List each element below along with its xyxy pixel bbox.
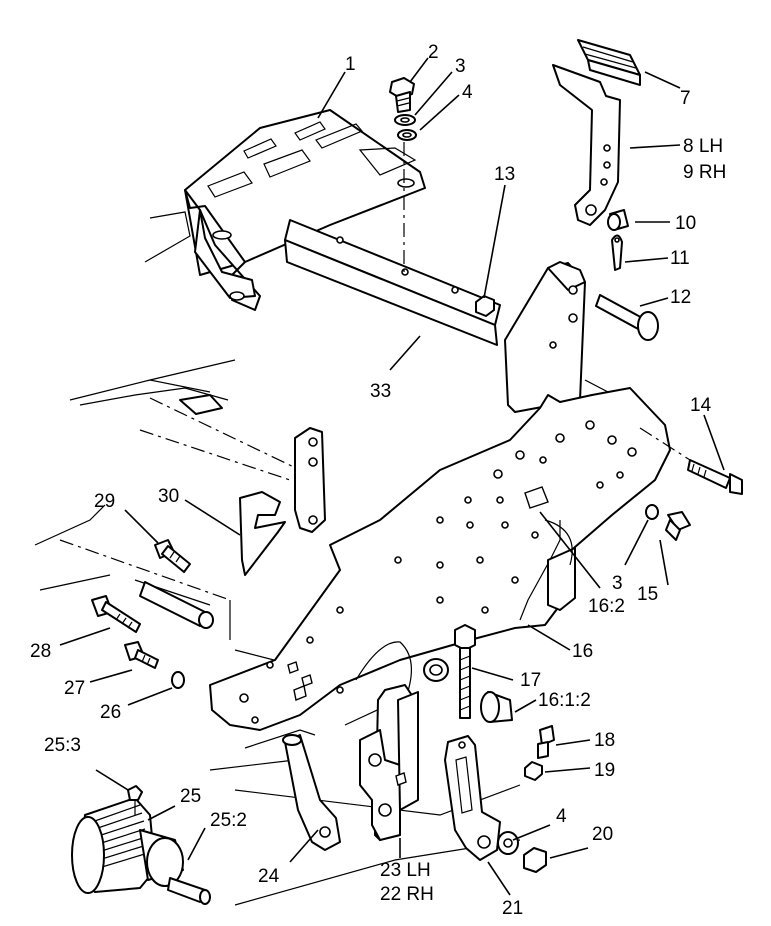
mounting-plate-1 — [144, 109, 426, 311]
callout-29: 29 — [94, 491, 115, 512]
callout-2: 2 — [428, 42, 439, 63]
nut-13 — [475, 295, 495, 317]
callout-14: 14 — [690, 395, 712, 416]
grease-fitting-25-3 — [127, 785, 143, 815]
bolt-29 — [154, 539, 191, 573]
callout-15: 15 — [637, 584, 658, 605]
pedal-arm-8-9 — [552, 64, 621, 226]
pivot-bracket-23-22 — [359, 684, 419, 841]
callout-3-lower: 3 — [612, 573, 623, 594]
bracket-plate-right — [504, 261, 610, 413]
washer-26 — [171, 671, 185, 689]
lever-24 — [282, 734, 341, 851]
bushing-16-1-2 — [423, 658, 513, 723]
callout-23-lh: 23 LH — [380, 860, 431, 881]
callout-25: 25 — [180, 786, 201, 807]
washer-4 — [397, 129, 417, 141]
callout-18: 18 — [594, 730, 615, 751]
nut-19 — [524, 761, 543, 781]
bushing-10 — [607, 209, 629, 231]
bolt-28 — [91, 595, 141, 633]
callout-3: 3 — [455, 56, 466, 77]
bolt-15 — [665, 511, 691, 541]
link-21 — [444, 735, 501, 861]
washer-3 — [394, 114, 416, 126]
washer-4-lower — [497, 831, 519, 855]
callout-17: 17 — [520, 670, 541, 691]
fitting-18 — [537, 725, 555, 759]
callout-30: 30 — [158, 486, 179, 507]
clevis-pin-12 — [595, 294, 659, 341]
callout-4: 4 — [462, 82, 473, 103]
tube-spacer — [139, 581, 214, 629]
callout-33: 33 — [370, 381, 391, 402]
callout-16-2: 16:2 — [588, 596, 625, 617]
callout-20: 20 — [592, 824, 613, 845]
bolt-27 — [124, 641, 159, 669]
callout-25-3: 25:3 — [44, 735, 81, 756]
callout-19: 19 — [594, 760, 615, 781]
callout-11: 11 — [670, 248, 690, 269]
callout-16-1-2: 16:1:2 — [538, 690, 591, 711]
washer-3-lower — [645, 504, 659, 520]
callout-12: 12 — [670, 287, 691, 308]
callout-1: 1 — [345, 54, 356, 75]
callout-8-lh: 8 LH — [683, 136, 723, 157]
brace-30 — [239, 427, 326, 576]
callout-7: 7 — [680, 88, 691, 109]
callout-10: 10 — [675, 213, 696, 234]
cotter-pin-11 — [611, 234, 623, 271]
callout-16: 16 — [572, 641, 593, 662]
pedal-pad-7 — [577, 39, 641, 86]
callout-13: 13 — [494, 164, 515, 185]
callout-4-lower: 4 — [556, 806, 567, 827]
callout-28: 28 — [30, 641, 51, 662]
nut-20 — [523, 847, 547, 873]
adjuster-bolt-17 — [454, 624, 476, 719]
leader-lines — [59, 57, 725, 896]
callouts: 1 2 3 4 7 8 LH 9 RH 10 11 12 13 33 14 29… — [30, 42, 726, 919]
bolt-2 — [389, 77, 415, 113]
callout-25-2: 25:2 — [210, 810, 247, 831]
callout-24: 24 — [258, 866, 280, 887]
bolt-14 — [639, 427, 743, 495]
callout-21: 21 — [502, 898, 523, 919]
callout-9-rh: 9 RH — [683, 162, 726, 183]
callout-26: 26 — [100, 702, 121, 723]
axle-beam-33 — [284, 219, 501, 346]
callout-27: 27 — [64, 678, 85, 699]
callout-22-rh: 22 RH — [380, 884, 434, 905]
drum-25 — [71, 797, 211, 905]
side-plate-16 — [209, 387, 671, 731]
